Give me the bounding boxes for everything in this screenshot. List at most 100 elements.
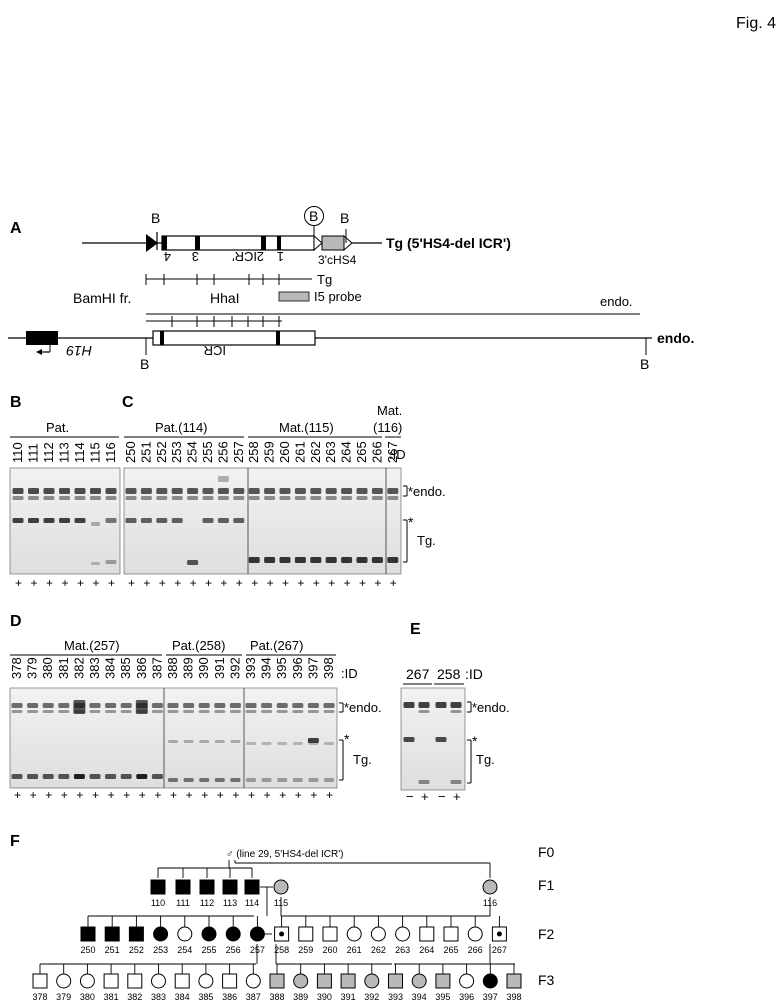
panel-d-id-suffix: :ID [341, 666, 358, 681]
gel-band [105, 710, 117, 713]
enzyme-mark: + [326, 788, 333, 802]
gel-band [246, 742, 256, 745]
gel-band [105, 518, 117, 523]
pedigree-id: 395 [435, 992, 450, 1002]
pedigree-id: 379 [56, 992, 71, 1002]
pedigree-id: 113 [223, 898, 237, 908]
gel-band [214, 703, 226, 708]
pedigree-id: 393 [388, 992, 403, 1002]
enzyme-mark: + [295, 788, 302, 802]
gel-band [418, 710, 430, 713]
gel-band [105, 703, 117, 708]
pedigree-id: 392 [364, 992, 379, 1002]
pedigree-f2-circle [225, 926, 241, 942]
gel-band [199, 740, 210, 743]
pedigree-id: 116 [483, 898, 497, 908]
pedigree-f3-circle [482, 973, 498, 989]
gel-band [435, 737, 447, 742]
pedigree-id: 267 [492, 945, 507, 955]
gel-band [125, 518, 137, 523]
enzyme-mark: + [61, 788, 68, 802]
gel-band [43, 488, 55, 494]
gel-band [418, 702, 430, 708]
pedigree-f2-square [419, 926, 435, 942]
pedigree-id: 397 [483, 992, 498, 1002]
enzyme-mark: + [374, 576, 381, 590]
gel-band [341, 496, 353, 500]
gel-band [245, 710, 257, 713]
gel-band [89, 710, 101, 713]
gel-band [387, 488, 399, 494]
gel-band [73, 700, 86, 714]
repeat-number-2: 2 [257, 249, 264, 264]
panel-c-group-mat115: Mat.(115) [279, 420, 334, 435]
gel-band [140, 496, 152, 500]
gel-band [187, 560, 199, 565]
pedigree-id: 253 [153, 945, 168, 955]
gel-band [371, 557, 383, 563]
enzyme-mark: + [154, 788, 161, 802]
panel-e: E 267 258 :ID −+−+ *endo. * Tg. [400, 621, 510, 804]
panel-e-id-258: 258 [437, 666, 461, 682]
gel-band [292, 710, 304, 713]
pedigree-id: 391 [341, 992, 356, 1002]
gel-band [261, 778, 272, 782]
gel-band [279, 496, 291, 500]
gel-band [310, 496, 322, 500]
panel-c-id-suffix: :ID [389, 447, 406, 462]
lane-id: 388 [165, 657, 180, 679]
gel-band [418, 780, 430, 784]
pedigree-f3-circle [56, 973, 72, 989]
enzyme-mark: + [359, 576, 366, 590]
gel-band [403, 737, 415, 742]
gel-band [12, 488, 24, 494]
icr-prime-repeat-4 [162, 236, 167, 250]
enzyme-mark: + [220, 576, 227, 590]
pedigree-id: 251 [105, 945, 120, 955]
gel-band [202, 488, 214, 494]
gel-band [187, 488, 199, 494]
pedigree-f3-circle [245, 973, 261, 989]
gel-band [308, 778, 319, 782]
gel-band [125, 496, 137, 500]
gel-band [171, 518, 183, 523]
gel-band [183, 703, 195, 708]
pedigree-f2-square [322, 926, 338, 942]
gel-band [199, 778, 210, 782]
icr-prime-repeat-2 [261, 236, 266, 250]
pedigree-id: 260 [322, 945, 337, 955]
panel-d-enzyme-marks: +++++++++++++++++++++ [14, 788, 333, 802]
lane-id: 258 [246, 441, 261, 463]
pedigree-id: 265 [443, 945, 458, 955]
gel-band [42, 710, 54, 713]
lane-id: 111 [26, 443, 41, 463]
gel-band [450, 780, 462, 784]
gel-band [11, 703, 23, 708]
gel-band [261, 710, 273, 713]
panel-c-enzyme-marks: ++++++++++++++++++ [128, 576, 397, 590]
carrier-dot [279, 931, 285, 937]
panel-e-enzyme-marks: −+−+ [406, 789, 461, 804]
lane-id: 394 [259, 657, 274, 679]
icr-repeat-a [160, 331, 164, 345]
panel-d-tg-star: * [344, 731, 350, 747]
h19-arrow-head [36, 349, 42, 355]
panel-d-bands [11, 700, 335, 782]
tg-insulator-arrow-mid [313, 234, 323, 252]
panel-c-group-mat-b: (116) [373, 420, 402, 435]
panel-c-group-pat114: Pat.(114) [155, 420, 208, 435]
pedigree-f3-square [506, 973, 522, 989]
gel-band [279, 557, 291, 563]
generation-f3: F3 [538, 972, 555, 988]
panel-b-bands [12, 488, 117, 565]
pedigree-id: 394 [412, 992, 427, 1002]
enzyme-mark: + [108, 576, 115, 590]
pedigree-f1-square [222, 879, 238, 895]
gel-band [323, 710, 335, 713]
gel-band [450, 702, 462, 708]
gel-band [183, 710, 195, 713]
